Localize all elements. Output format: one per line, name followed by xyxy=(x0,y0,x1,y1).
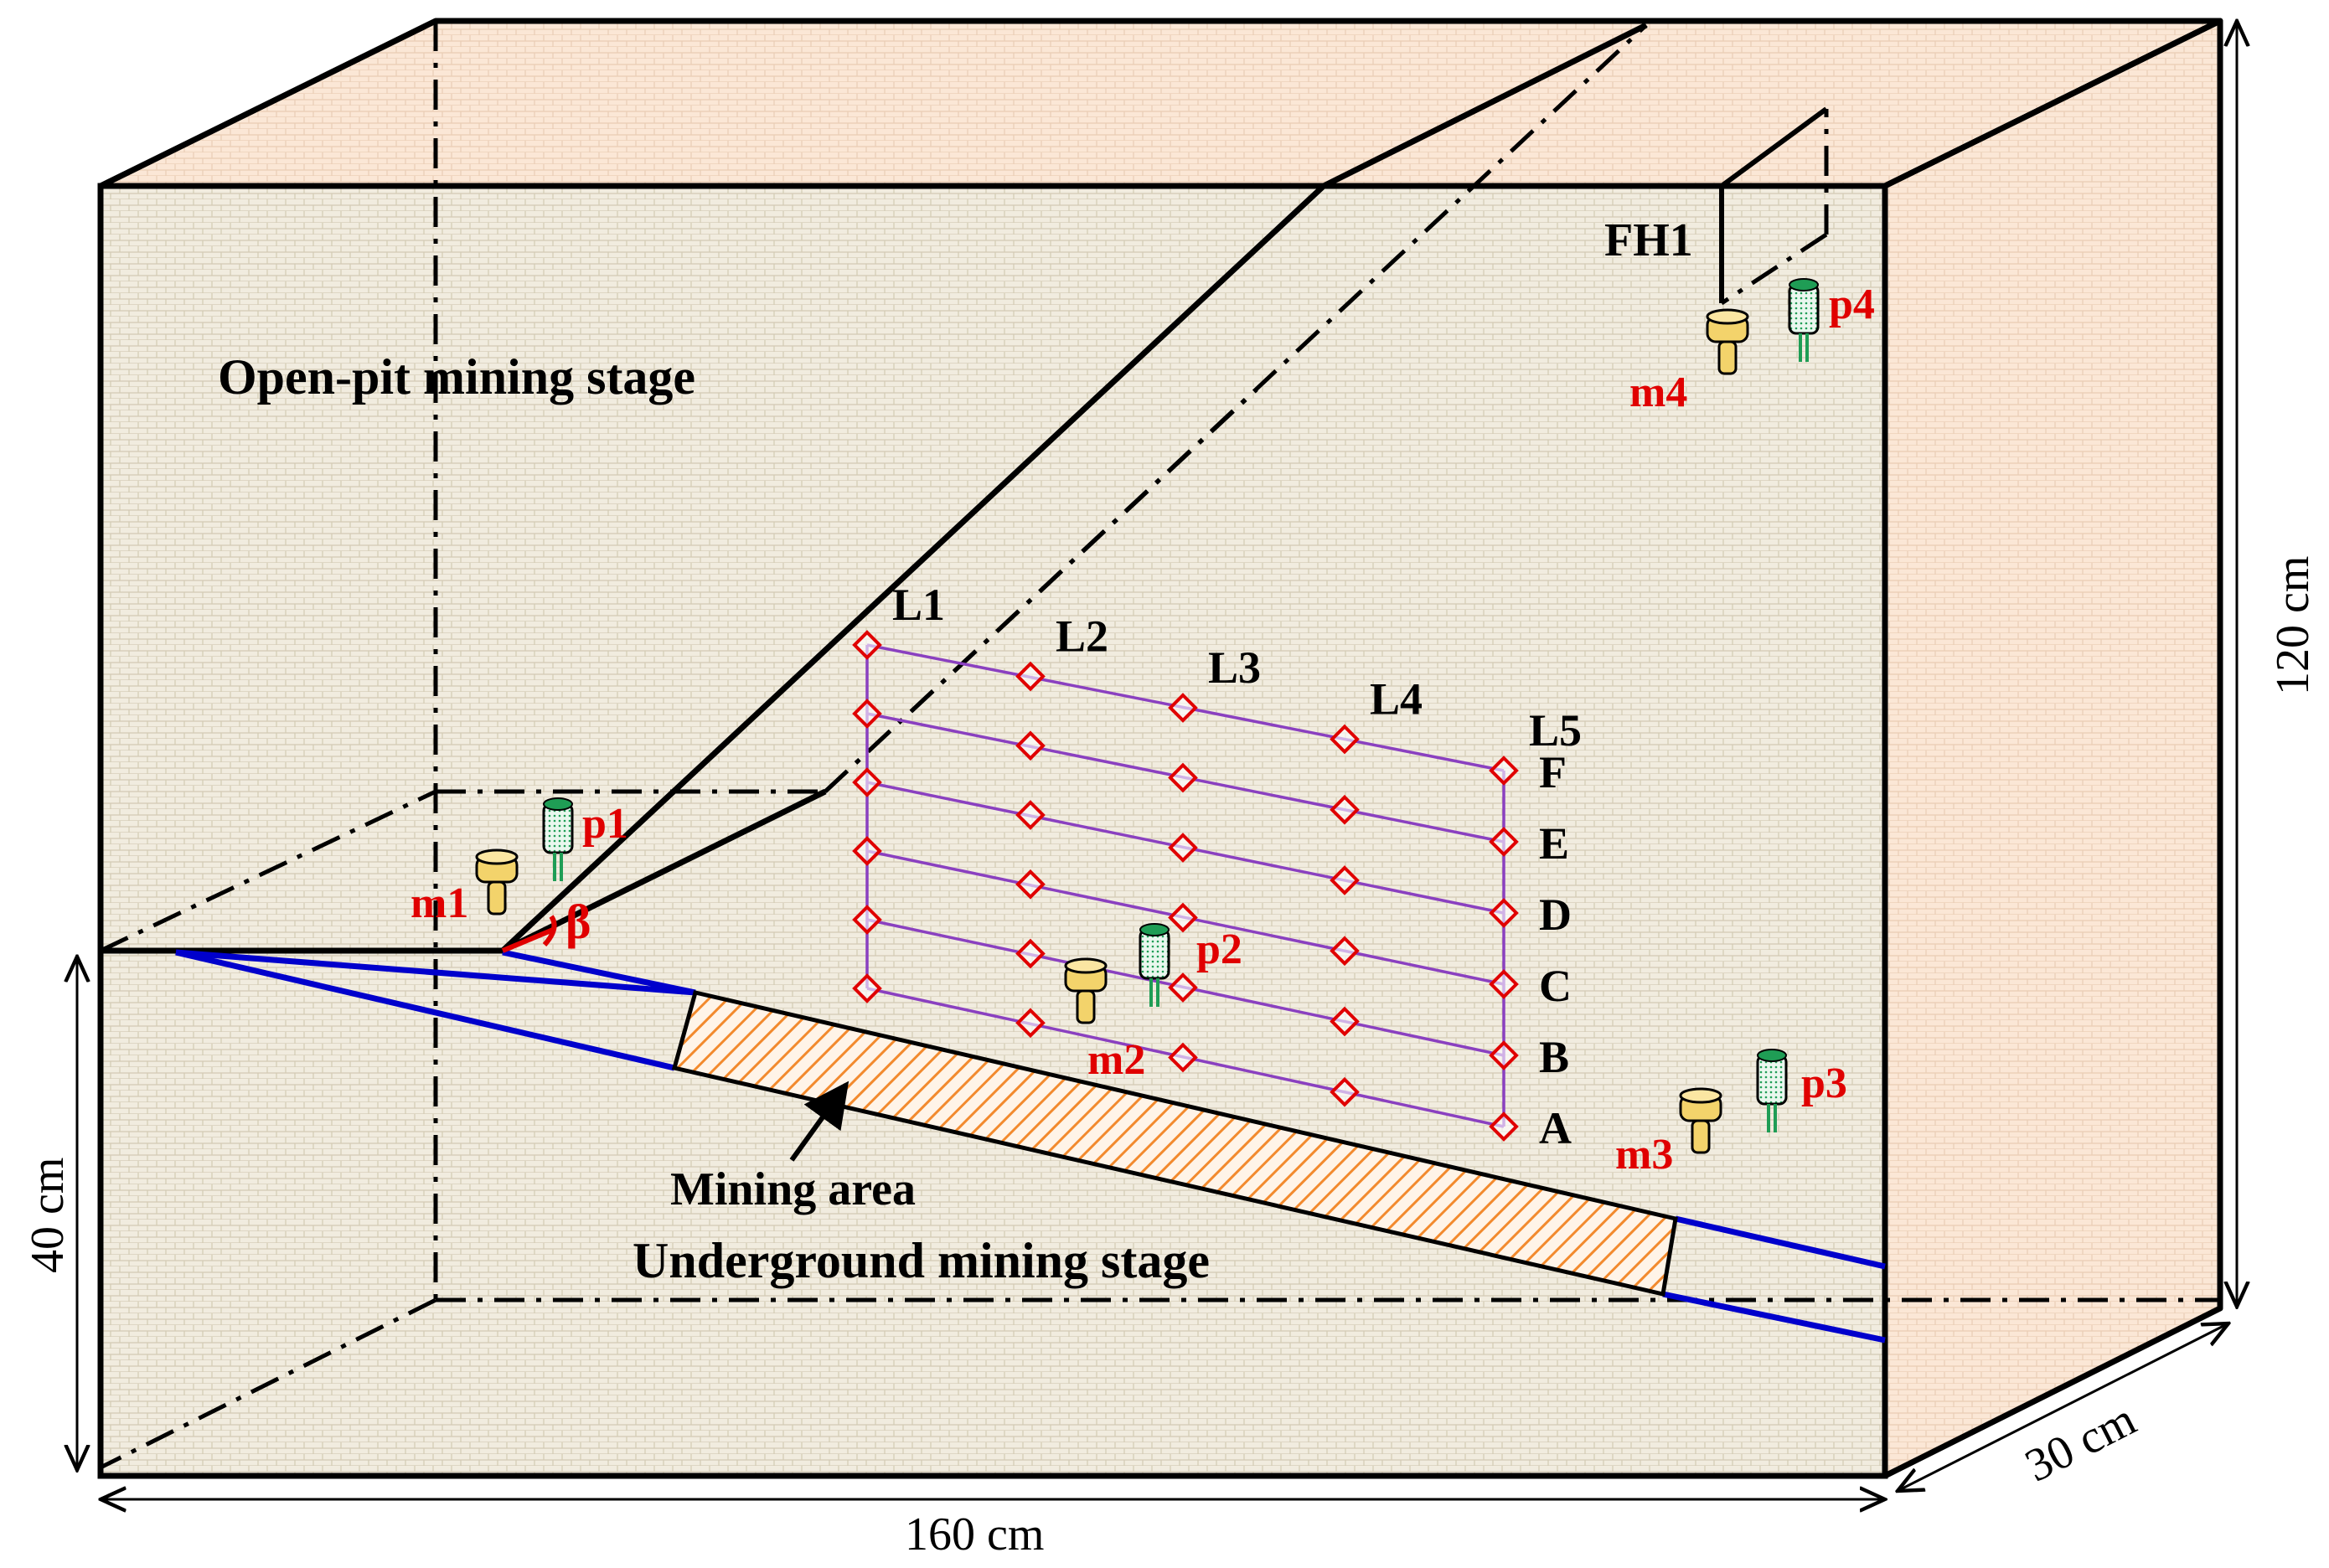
open-pit-stage-label: Open-pit mining stage xyxy=(218,349,695,405)
pressure-sensor-label: p4 xyxy=(1829,281,1875,328)
measuring-point-marker xyxy=(1330,1076,1360,1107)
displacement-sensor-icon xyxy=(475,848,519,916)
beta-angle-tick xyxy=(501,927,555,953)
monitoring-grid xyxy=(852,630,1519,1142)
pressure-sensor-icon xyxy=(1788,278,1820,362)
measuring-point-marker xyxy=(852,767,882,797)
mining-area-label: Mining area xyxy=(670,1163,916,1215)
survey-row-label: E xyxy=(1539,818,1569,869)
measuring-point-marker xyxy=(1489,898,1519,928)
fh1-label: FH1 xyxy=(1604,214,1693,266)
survey-line-label: L5 xyxy=(1529,705,1582,756)
measuring-point-marker xyxy=(1015,1008,1046,1039)
measuring-point-marker xyxy=(1168,972,1198,1003)
measuring-point-marker xyxy=(1489,756,1519,786)
displacement-sensor-label: m2 xyxy=(1087,1036,1145,1084)
pressure-sensor-label: p3 xyxy=(1801,1060,1847,1107)
measuring-point-marker xyxy=(1015,800,1046,830)
measuring-point-marker xyxy=(1168,1042,1198,1073)
measuring-point-marker xyxy=(1489,827,1519,857)
measuring-point-marker xyxy=(852,836,882,866)
measuring-point-marker xyxy=(1330,794,1360,825)
measuring-point-marker xyxy=(1168,833,1198,863)
sensors: m1 m2 m3 m4 p1 p2 p3 p4 xyxy=(411,278,1875,1179)
fh1-borehole xyxy=(1719,106,1828,303)
survey-row-label: B xyxy=(1539,1032,1569,1082)
displacement-sensor-icon xyxy=(1064,957,1108,1024)
measuring-point-marker xyxy=(1015,938,1046,969)
measuring-point-marker xyxy=(1015,661,1046,692)
survey-line-label: L3 xyxy=(1208,642,1261,693)
mining-area xyxy=(671,990,1678,1297)
measuring-point-marker xyxy=(1330,724,1360,755)
displacement-sensor-label: m3 xyxy=(1615,1131,1673,1179)
displacement-sensor-label: m4 xyxy=(1629,369,1687,416)
height-dimension: 120 cm xyxy=(2267,556,2319,695)
displacement-sensor-icon xyxy=(1706,308,1749,375)
dimension-lines xyxy=(77,21,2237,1499)
survey-line-label: L4 xyxy=(1370,674,1423,725)
coal-seam xyxy=(175,949,1886,1344)
measuring-point-marker xyxy=(1489,1112,1519,1142)
displacement-sensor-icon xyxy=(1679,1087,1722,1154)
measuring-point-marker xyxy=(1168,762,1198,793)
measuring-point-marker xyxy=(852,699,882,729)
pressure-sensor-label: p2 xyxy=(1196,926,1242,973)
pressure-sensor-icon xyxy=(542,797,574,881)
mining-area-arrow xyxy=(789,1081,849,1162)
measuring-point-marker xyxy=(1015,869,1046,900)
measuring-point-marker xyxy=(1489,969,1519,999)
beta-angle-arc xyxy=(542,915,557,947)
measuring-point-marker xyxy=(1330,865,1360,895)
measuring-point-marker xyxy=(1330,1006,1360,1037)
underground-stage-label: Underground mining stage xyxy=(633,1233,1210,1288)
survey-row-label: A xyxy=(1539,1103,1572,1153)
top-face xyxy=(97,18,2223,189)
depth-dimension: 30 cm xyxy=(2017,1393,2144,1492)
survey-row-label: F xyxy=(1539,747,1567,797)
survey-line-label: L2 xyxy=(1056,611,1108,662)
survey-line-label: L1 xyxy=(892,580,945,630)
width-dimension: 160 cm xyxy=(905,1509,1044,1560)
pressure-sensor-label: p1 xyxy=(582,800,628,848)
right-face xyxy=(1882,18,2223,1479)
survey-row-label: D xyxy=(1539,890,1572,940)
measuring-point-marker xyxy=(1015,730,1046,761)
left-height-dimension: 40 cm xyxy=(22,1158,74,1273)
measuring-point-marker xyxy=(1489,1040,1519,1070)
beta-label: β xyxy=(565,895,591,949)
measuring-point-marker xyxy=(1330,936,1360,967)
measuring-point-marker xyxy=(1168,693,1198,723)
measuring-point-marker xyxy=(852,905,882,935)
measuring-point-marker xyxy=(852,973,882,1003)
displacement-sensor-label: m1 xyxy=(411,879,468,927)
survey-row-label: C xyxy=(1539,961,1572,1011)
pressure-sensor-icon xyxy=(1139,923,1170,1007)
measuring-point-marker xyxy=(852,630,882,660)
pressure-sensor-icon xyxy=(1756,1049,1788,1132)
measuring-point-marker xyxy=(1168,902,1198,933)
